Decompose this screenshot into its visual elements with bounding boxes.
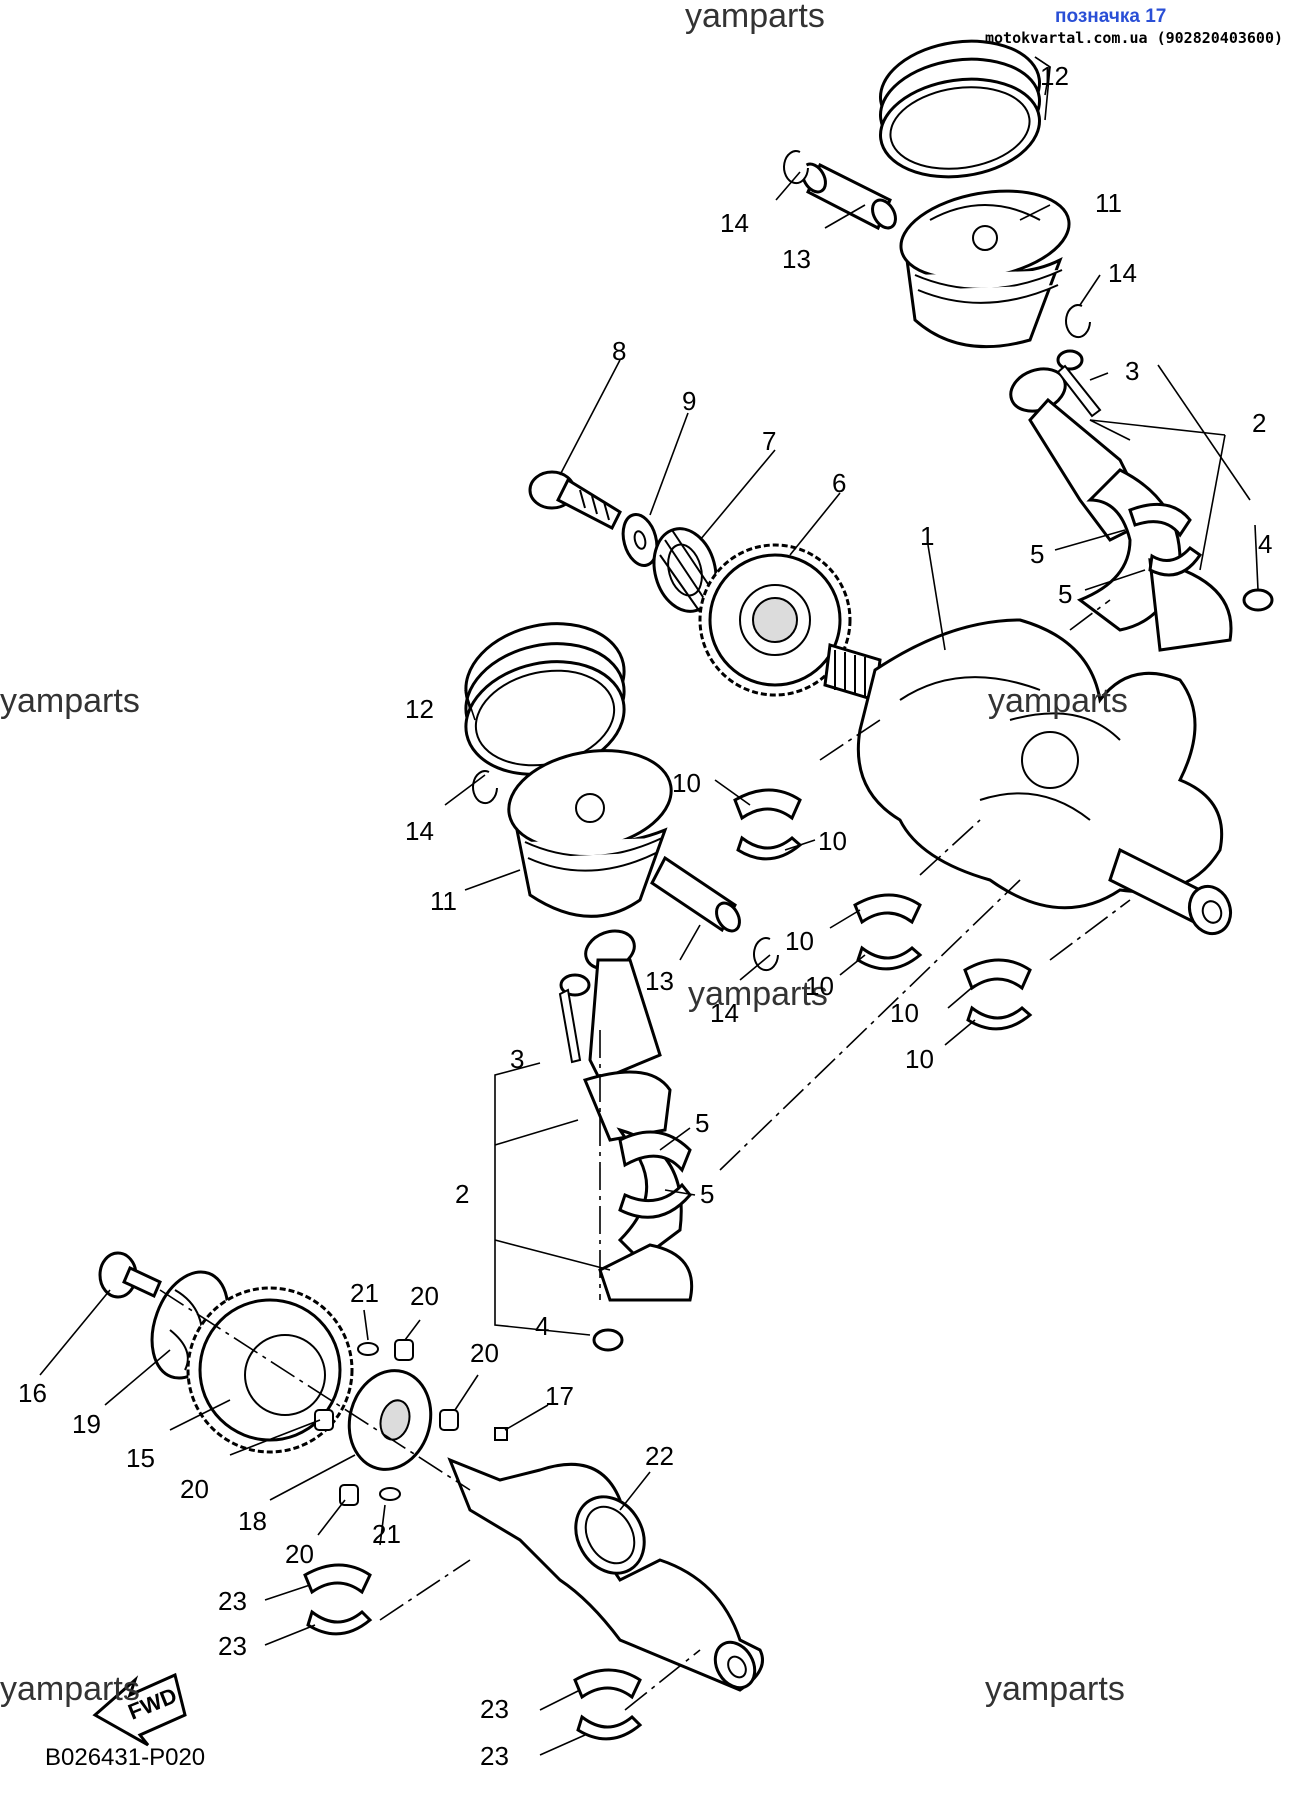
diagram-code: B026431-P020 [45,1744,205,1771]
callout-label: 13 [782,244,811,274]
piston-rings-lower [464,622,626,776]
balancer-springs [314,1339,508,1506]
watermark: yamparts [688,975,828,1013]
piston-rings-upper [878,39,1042,179]
circlip-upper-right [1065,304,1091,339]
balancer-shaft [447,1457,764,1692]
axis-line [819,719,881,761]
balancer-gear [186,1286,354,1454]
watermark: yamparts [0,682,140,720]
callout-label: 2 [455,1179,469,1209]
watermark: yamparts [988,682,1128,720]
callout-label: 20 [470,1338,499,1368]
callout-label: 6 [832,468,846,498]
callout-label: 11 [430,886,457,916]
callout-label: 9 [682,386,696,416]
callout-label: 10 [818,826,847,856]
rod-nut-upper [1242,588,1274,612]
callout-label: 5 [1058,579,1072,609]
callout-label: 23 [218,1631,247,1661]
axis-line [379,1559,471,1621]
callout-label: 16 [18,1378,47,1408]
watermark: yamparts [0,1670,140,1708]
callout-label: 14 [1108,258,1137,288]
callout-label: 18 [238,1506,267,1536]
axis-line [1069,599,1111,631]
watermark: yamparts [985,1670,1125,1708]
piston-pin-lower [650,855,741,933]
main-bearings [733,788,1033,1031]
axis-line [919,819,981,876]
callout-label: 3 [510,1044,524,1074]
callout-label: 14 [710,998,739,1028]
callout-label: 14 [405,816,434,846]
callout-label: 10 [905,1044,934,1074]
callout-label: 10 [672,768,701,798]
callout-label: 15 [126,1443,155,1473]
circlip-lower-right [753,937,779,972]
callout-label: 19 [72,1409,101,1439]
connecting-rod-lower [582,929,694,1302]
callout-labels: 12 14 11 13 14 3 2 4 5 5 8 9 7 6 1 12 10… [18,61,1272,1771]
rod-bearing-upper [1128,502,1203,577]
needle-bearing [652,527,718,613]
callout-label: 2 [1252,408,1266,438]
callout-label: 20 [285,1539,314,1569]
callout-label: 22 [645,1441,674,1471]
axis-line [624,1649,701,1711]
rod-bolt-upper [1056,349,1102,418]
callout-label: 23 [480,1694,509,1724]
rod-nut-lower [592,1328,624,1352]
piston-upper [899,189,1071,349]
callout-label: 10 [805,971,834,1001]
callout-label: 5 [695,1108,709,1138]
callout-label: 7 [762,426,776,456]
callout-label: 21 [372,1519,401,1549]
piston-lower [507,749,673,918]
callout-label: 23 [480,1741,509,1771]
callout-label: 14 [720,208,749,238]
callout-label: 4 [535,1311,549,1341]
callout-label: 5 [700,1179,714,1209]
circlip-upper-left [783,150,809,185]
callout-label: 12 [405,694,434,724]
callout-label: 8 [612,336,626,366]
callout-label: 20 [410,1281,439,1311]
washer [621,513,659,567]
callout-label: 4 [1258,529,1272,559]
watermark: yamparts [685,0,825,35]
leader-lines [39,56,1259,1756]
callout-label: 23 [218,1586,247,1616]
callout-label: 3 [1125,356,1139,386]
callout-label: 13 [645,966,674,996]
header-tag: позначка 17 [1055,6,1166,27]
axis-line [159,1289,471,1491]
callout-label: 10 [785,926,814,956]
balancer-weight [347,1369,433,1471]
header-site: motokvartal.com.ua (902820403600) [985,29,1283,47]
piston-pin-upper [801,162,897,231]
crankshaft [823,618,1233,936]
balancer-bearings [303,1563,643,1741]
axis-line [1049,899,1131,961]
primary-gear [698,543,852,697]
callout-label: 20 [180,1474,209,1504]
callout-label: 11 [1095,188,1122,218]
callout-label: 17 [545,1381,574,1411]
callout-label: 21 [350,1278,379,1308]
connecting-rod-upper [1009,367,1233,652]
callout-label: 1 [920,521,934,551]
callout-label: 12 [1040,61,1069,91]
callout-label: 10 [890,998,919,1028]
gear-bolt [528,470,622,531]
balancer-bolt [98,1251,162,1299]
axis-line [719,879,1021,1171]
callout-label: 5 [1030,539,1044,569]
rod-bolt-lower [558,973,591,1064]
